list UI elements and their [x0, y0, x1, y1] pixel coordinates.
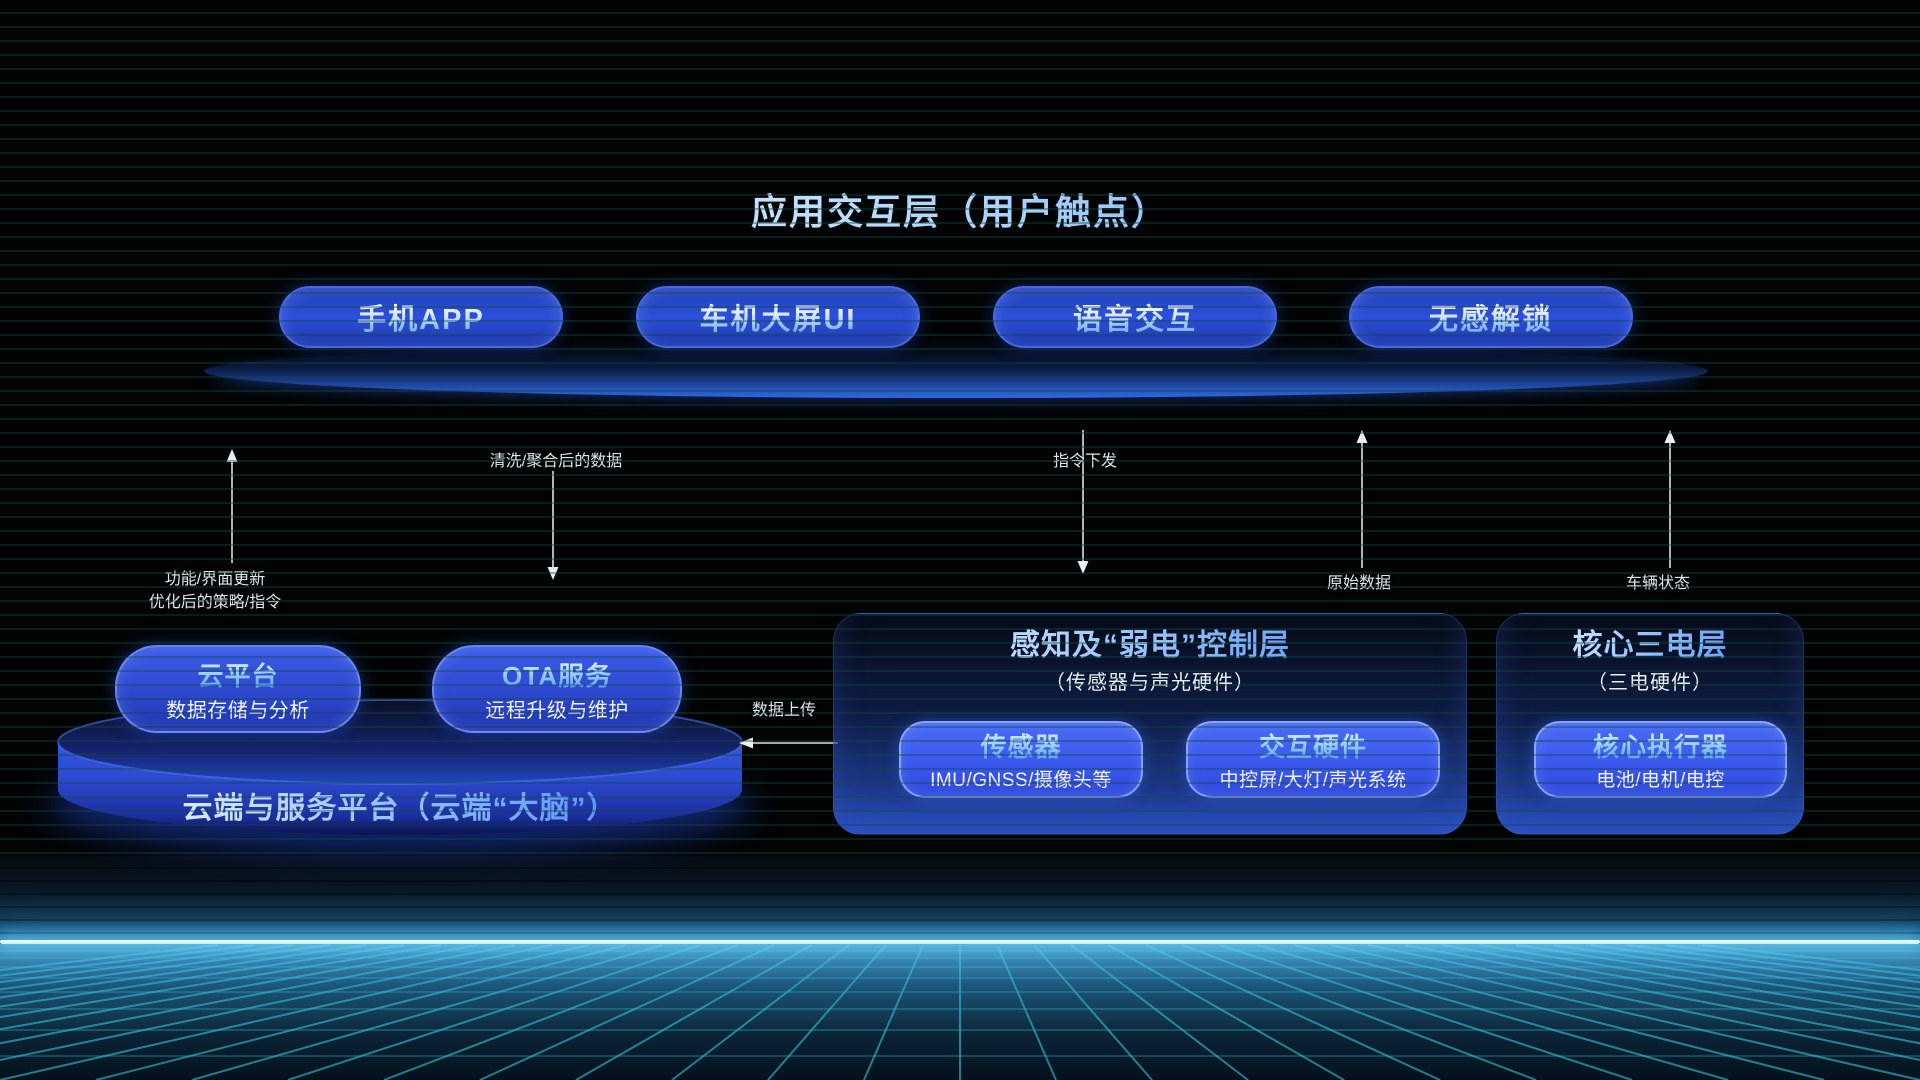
page-title: 应用交互层（用户触点）: [0, 183, 1920, 235]
arrowhead-down-icon: [547, 567, 559, 580]
node-keyless-unlock-label: 无感解锁: [1429, 296, 1553, 338]
app-layer-platform-ellipse: [204, 344, 1708, 398]
label-command-dispatch: 指令下发: [1052, 453, 1117, 470]
node-mobile-app-label: 手机APP: [357, 296, 485, 338]
arrow-heads: [226, 430, 1676, 749]
arrowhead-up-icon: [1664, 430, 1676, 443]
node-cloud-platform-title: 云平台: [197, 656, 278, 693]
node-sensors-title: 传感器: [980, 727, 1061, 764]
cloud-platform-disc-title: 云端与服务平台（云端“大脑”）: [100, 783, 700, 827]
arrowhead-down-icon: [1077, 561, 1089, 574]
node-keyless-unlock: 无感解锁: [1349, 286, 1633, 348]
control-layer-subtitle: （传感器与声光硬件）: [1045, 672, 1255, 694]
node-core-actuators: 核心执行器 电池/电机/电控: [1534, 721, 1787, 798]
power-layer-subtitle: （三电硬件）: [1587, 672, 1713, 694]
control-layer-title: 感知及“弱电”控制层: [834, 620, 1466, 664]
node-voice-interaction-label: 语音交互: [1073, 296, 1197, 338]
node-interaction-hardware-subtitle: 中控屏/大灯/声光系统: [1219, 770, 1407, 791]
arrowhead-left-icon: [739, 737, 753, 749]
arrowhead-up-icon: [226, 449, 238, 462]
label-update-flow: 功能/界面更新 优化后的策略/指令: [110, 568, 320, 614]
node-sensors-subtitle: IMU/GNSS/摄像头等: [930, 770, 1112, 791]
node-voice-interaction: 语音交互: [993, 286, 1277, 348]
node-ota-service-subtitle: 远程升级与维护: [485, 699, 629, 722]
label-data-upload: 数据上传: [751, 702, 816, 719]
node-interaction-hardware: 交互硬件 中控屏/大灯/声光系统: [1186, 721, 1440, 798]
floor-dark-band: [0, 856, 1920, 942]
node-mobile-app: 手机APP: [279, 286, 563, 348]
label-update-line1: 功能/界面更新: [164, 571, 266, 588]
node-ota-service: OTA服务 远程升级与维护: [432, 645, 682, 733]
node-cloud-platform-subtitle: 数据存储与分析: [166, 699, 310, 722]
node-cloud-platform: 云平台 数据存储与分析: [115, 645, 361, 733]
label-vehicle-status: 车辆状态: [1625, 575, 1690, 592]
node-car-screen-ui-label: 车机大屏UI: [699, 296, 856, 338]
node-core-actuators-title: 核心执行器: [1593, 727, 1728, 764]
label-update-line2: 优化后的策略/指令: [148, 594, 282, 611]
flow-arrows: [231, 430, 1671, 744]
node-core-actuators-subtitle: 电池/电机/电控: [1596, 770, 1725, 791]
node-sensors: 传感器 IMU/GNSS/摄像头等: [899, 721, 1143, 798]
node-car-screen-ui: 车机大屏UI: [636, 286, 920, 348]
node-ota-service-title: OTA服务: [502, 656, 612, 693]
horizon-glow-line: [0, 940, 1920, 944]
label-cleaned-data: 清洗/聚合后的数据: [489, 453, 623, 470]
power-layer-title: 核心三电层: [1497, 620, 1803, 664]
label-raw-data: 原始数据: [1326, 575, 1391, 592]
arrowhead-up-icon: [1356, 430, 1368, 443]
node-interaction-hardware-title: 交互硬件: [1259, 727, 1367, 764]
